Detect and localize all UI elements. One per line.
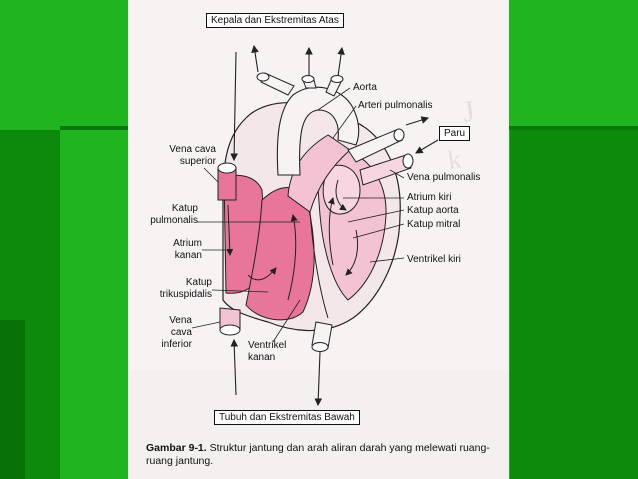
leader-lines bbox=[191, 87, 405, 343]
flow-arrow bbox=[287, 214, 298, 301]
label-katup-trikuspidalis: Katup trikuspidalis bbox=[159, 277, 212, 300]
flow-arrow bbox=[345, 229, 359, 276]
label-ventrikel-kanan: Ventrikel kanan bbox=[248, 340, 287, 363]
arrow-from-paru bbox=[415, 139, 439, 154]
label-vena-pulmonalis: Vena pulmonalis bbox=[407, 172, 481, 183]
arrow-down-from-head bbox=[230, 51, 238, 162]
figure-slide: J k bbox=[128, 0, 509, 479]
flow-arrow bbox=[226, 204, 234, 256]
arrow-up-from-body bbox=[230, 338, 239, 396]
arrow-down-to-body bbox=[314, 351, 323, 407]
flow-arrow bbox=[247, 267, 277, 281]
arrow-to-paru bbox=[405, 116, 430, 126]
label-aorta: Aorta bbox=[353, 82, 377, 93]
figure-caption: Gambar 9-1. Struktur jantung dan arah al… bbox=[146, 442, 496, 468]
label-katup-aorta: Katup aorta bbox=[407, 205, 459, 216]
label-arteri-pulmonalis: Arteri pulmonalis bbox=[358, 100, 433, 111]
background-left-panel-dark bbox=[0, 320, 25, 479]
caption-number: Gambar 9-1. bbox=[146, 442, 207, 454]
label-vena-cava-inferior: Vena cava inferior bbox=[161, 315, 192, 350]
background-right-panel bbox=[510, 130, 638, 479]
flow-arrow bbox=[327, 197, 335, 266]
label-katup-mitral: Katup mitral bbox=[407, 219, 461, 230]
arrow-up-to-head bbox=[337, 46, 345, 77]
label-vena-cava-superior: Vena cava superior bbox=[169, 144, 216, 167]
paru-box: Paru bbox=[439, 126, 471, 141]
caption-text: Struktur jantung dan arah aliran darah y… bbox=[146, 442, 490, 467]
arrow-up-to-head bbox=[251, 44, 259, 73]
top-destination-box: Kepala dan Ekstremitas Atas bbox=[206, 13, 344, 28]
heart-diagram bbox=[191, 44, 439, 407]
label-katup-pulmonalis: Katup pulmonalis bbox=[150, 203, 198, 226]
label-ventrikel-kiri: Ventrikel kiri bbox=[407, 254, 461, 265]
bottom-source-box: Tubuh dan Ekstremitas Bawah bbox=[214, 410, 360, 425]
label-atrium-kanan: Atrium kanan bbox=[173, 238, 202, 261]
flow-arrow bbox=[335, 179, 347, 211]
aorta bbox=[276, 86, 360, 176]
pulmonary-vein bbox=[359, 154, 412, 186]
label-atrium-kiri: Atrium kiri bbox=[407, 192, 452, 203]
septum bbox=[309, 211, 329, 319]
